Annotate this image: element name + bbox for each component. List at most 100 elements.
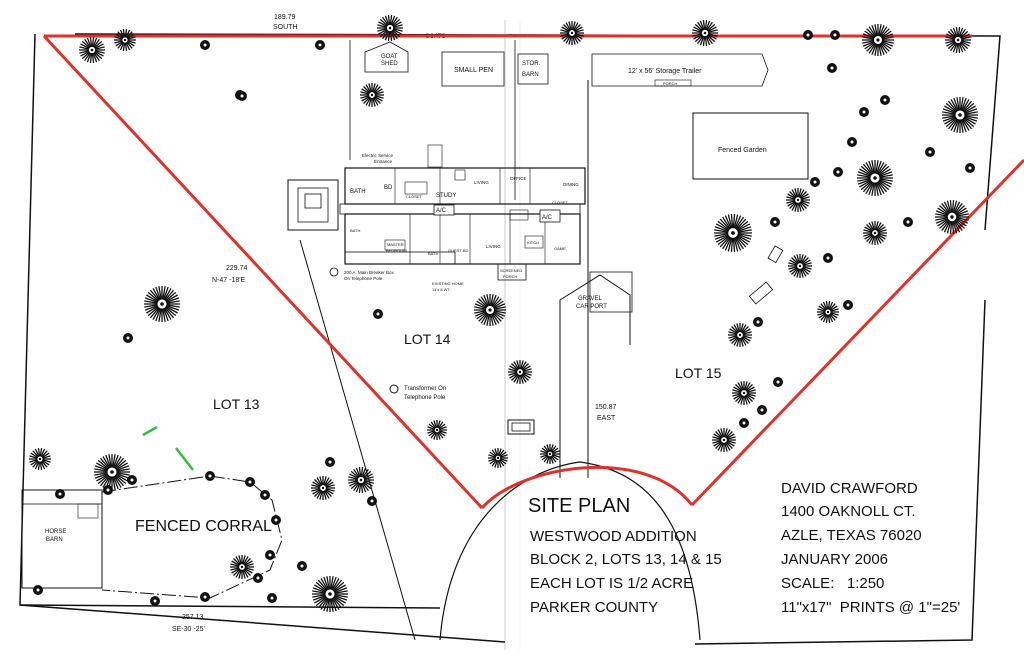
tree-icon	[348, 467, 374, 493]
transformer-icon	[389, 384, 399, 394]
shrub-icon	[880, 95, 890, 105]
electric-service-label-2: Entrance	[374, 159, 393, 164]
tree-icon	[114, 29, 136, 51]
sign-box	[748, 281, 774, 305]
tree-icon	[311, 476, 335, 500]
tree-icon	[862, 24, 894, 56]
gravel-carport-label-1: GRAVEL	[578, 296, 603, 302]
trailer-porch	[654, 79, 692, 87]
shrub-icon	[367, 496, 377, 506]
shrub-icon	[843, 300, 853, 310]
top-direction: SOUTH	[273, 24, 298, 31]
goat-shed-label-1: GOAT	[381, 54, 398, 60]
shrub-icon	[271, 515, 281, 525]
room-living-2: LIVING	[486, 244, 501, 249]
shrub-icon	[373, 309, 383, 319]
lot-line-13-14	[299, 239, 416, 641]
horse-barn-label-2: BARN	[46, 537, 63, 543]
shrub-icon	[965, 163, 975, 173]
property-boundary-south	[19, 604, 441, 609]
shrub-icon	[773, 377, 783, 387]
tree-icon	[788, 254, 812, 278]
shrub-icon	[803, 30, 813, 40]
tree-icon	[786, 188, 810, 212]
shrub-icon	[823, 253, 833, 263]
shrub-icon	[127, 475, 137, 485]
tree-icon	[79, 37, 105, 63]
shrub-icon	[200, 592, 210, 602]
owner-scale: SCALE: 1:250	[781, 575, 884, 592]
green-mark	[175, 447, 194, 471]
tree-icon	[945, 27, 971, 53]
tree-icon	[488, 448, 508, 468]
bottom-direction: SE-30 -25'	[172, 626, 205, 633]
title-block-line-1: WESTWOOD ADDITION	[530, 528, 697, 545]
tree-icon	[817, 301, 839, 323]
lot-15-label: LOT 15	[675, 365, 722, 381]
tree-icon	[230, 555, 254, 579]
tree-icon	[144, 286, 180, 322]
title-block-heading: SITE PLAN	[528, 495, 630, 517]
shrub-icon	[200, 40, 210, 50]
tree-icon	[29, 448, 51, 470]
green-mark	[142, 425, 158, 437]
tree-icon	[712, 428, 736, 452]
tree-icon	[94, 454, 130, 490]
shrub-icon	[847, 137, 857, 147]
shrub-icon	[859, 107, 869, 117]
tree-icon	[935, 200, 969, 234]
shrub-icon	[33, 585, 43, 595]
breaker-box-icon	[329, 267, 339, 277]
goat-shed-label-2: SHED	[381, 61, 398, 67]
tree-icon	[942, 97, 978, 133]
storage-barn-label-1: STOR.	[522, 61, 541, 67]
tree-icon	[692, 20, 718, 46]
tree-icon	[377, 15, 403, 41]
tree-icon	[508, 360, 532, 384]
main-breaker-label-1: 200 A. Main Breaker Box	[344, 270, 395, 275]
transformer-label-1: Transformer On	[404, 386, 446, 392]
left-dimension: 229.74	[226, 265, 248, 272]
shrub-icon	[315, 40, 325, 50]
tree-icon	[427, 420, 447, 440]
fenced-garden-label: Fenced Garden	[718, 147, 767, 154]
tree-icon	[540, 444, 560, 464]
mailbox-inner	[511, 422, 531, 432]
tree-icon	[732, 381, 756, 405]
shrub-icon	[757, 405, 767, 415]
shrub-icon	[739, 418, 749, 428]
room-closet-1: CLOSET	[406, 194, 423, 199]
room-bath-3: BATH	[350, 228, 360, 233]
sign-box	[767, 245, 784, 264]
shrub-icon	[810, 177, 820, 187]
title-block-line-2: BLOCK 2, LOTS 13, 14 & 15	[530, 551, 722, 568]
tree-symbols	[29, 15, 978, 612]
tree-icon	[560, 21, 584, 45]
tree-icon	[312, 576, 348, 612]
tree-icon	[714, 214, 752, 252]
horse-barn-label-1: HORSE	[45, 529, 66, 535]
title-block-line-4: PARKER COUNTY	[530, 599, 658, 616]
fenced-garden	[692, 112, 809, 180]
shrub-icon	[753, 317, 763, 327]
owner-date: JANUARY 2006	[781, 551, 888, 568]
room-kitch: KITCH	[527, 240, 539, 245]
steps	[427, 144, 443, 168]
shrub-icon	[103, 485, 113, 495]
owner-name: DAVID CRAWFORD	[781, 480, 918, 497]
shrub-icon	[833, 167, 843, 177]
trailer-porch-label: PORCH	[663, 81, 678, 86]
goat-shed	[364, 41, 409, 73]
storage-barn-label-2: BARN	[522, 72, 539, 78]
right-direction: EAST	[597, 415, 616, 422]
screened-porch-label-1: SCREENED	[500, 268, 522, 273]
screened-porch-label-2: PORCH	[503, 274, 518, 279]
right-dimension: 150.87	[595, 404, 617, 411]
transformer-label-2: Telephone Pole	[404, 395, 446, 401]
shrub-icon	[123, 333, 133, 343]
shrub-icon	[770, 217, 780, 227]
shrub-icon	[297, 561, 307, 571]
shrub-icon	[245, 477, 255, 487]
shrub-icon	[150, 596, 160, 606]
